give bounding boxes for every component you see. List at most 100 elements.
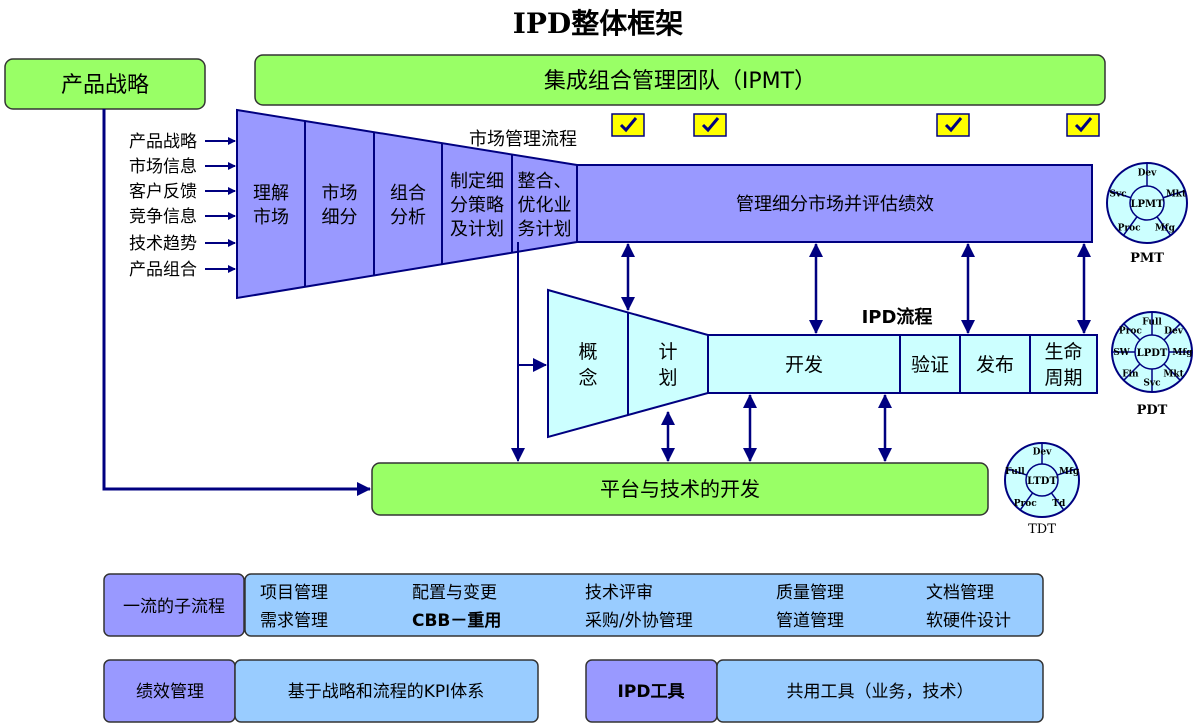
market-stage-label: 市场 [322,183,358,204]
ipd-stage-label: 念 [578,366,597,389]
tools-value-box [716,659,1044,723]
team-segment-label: Mkt [1163,370,1184,380]
team-segment-label: Mkt [1166,190,1187,200]
check-icon [1066,113,1100,137]
page-title: IPD整体框架 [513,7,683,40]
subprocess-item: 质量管理 [776,583,844,603]
market-stage-label: 制定细 [450,171,504,192]
subprocess-items-box [244,573,1044,637]
ipmt-box [254,54,1106,106]
strategy-to-platform-arrow [102,109,371,496]
performance-value: 基于战略和流程的KPI体系 [288,682,484,702]
market-stage-label: 及计划 [450,219,504,240]
market-stage-label: 细分 [322,207,358,228]
segment-divider [1123,323,1141,341]
ipd-process-label: IPD流程 [862,306,933,328]
segment-divider [1050,492,1065,511]
subprocess-item: 技术评审 [585,583,653,603]
team-segment-label: Dev [1138,169,1158,179]
input-label: 技术趋势 [129,234,197,254]
platform-label: 平台与技术的开发 [600,477,760,501]
performance-value-box [234,659,539,723]
subprocess-item: 配置与变更 [412,583,497,603]
team-center [1134,334,1170,370]
team-segment-label: Svc [1143,379,1161,389]
team-segment-label: Proc [1118,224,1142,234]
team-segment-label: Dev [1033,448,1053,458]
team-segment-label: Td [1052,499,1066,509]
team-label: PDT [1137,403,1168,418]
segment-divider [1006,467,1028,476]
segment-divider [1162,189,1186,199]
input-label: 市场信息 [129,157,197,177]
market-stage-label: 整合、 [518,171,572,192]
ipd-stage-label: 开发 [785,354,823,376]
check-icon [611,113,645,137]
team-center-label: LPMT [1130,199,1164,210]
input-label: 客户反馈 [129,182,197,202]
subprocess-item: 文档管理 [926,583,994,603]
market-manage-box [576,164,1093,243]
team-segment-label: Svc [1109,190,1127,200]
ipd-stage-label: 计 [658,341,677,363]
segment-divider [1123,363,1141,381]
ipd-stage-label: 验证 [911,354,949,376]
team-label: PMT [1130,251,1164,266]
segment-divider [1163,323,1181,341]
tools-label: IPD工具 [618,682,685,702]
platform-box [371,462,989,516]
segment-divider [1122,216,1138,236]
checkmark-glyph [1074,117,1093,133]
subprocess-item: CBB－重用 [412,610,501,631]
performance-label: 绩效管理 [136,682,204,702]
subprocess-item: 采购/外协管理 [585,611,693,631]
segment-divider [1019,492,1034,511]
market-stage-label: 分策略 [450,195,504,216]
ipd-stage-bar [707,334,1098,394]
ipd-stage-label: 发布 [976,354,1014,376]
market-stage-label: 理解 [253,183,289,204]
team-segment-label: Fin [1122,370,1139,380]
segment-divider [1108,189,1132,199]
team-center [1129,185,1165,221]
market-stage-label: 市场 [253,207,289,228]
market-stage-label: 务计划 [518,219,572,240]
team-segment-label: SW [1113,348,1130,358]
team-segment-label: Proc [1014,499,1038,509]
product-strategy-label: 产品战略 [61,73,149,98]
ipd-stage-label: 生命 [1044,341,1082,363]
checkmark-glyph [944,117,963,133]
market-stage-label: 分析 [390,207,426,228]
team-segment-label: Full [1005,467,1025,477]
team-segment-label: Dev [1164,326,1184,336]
checkmark-glyph [619,117,638,133]
market-manage-label: 管理细分市场并评估绩效 [736,194,934,215]
segment-divider [1163,363,1181,381]
team-center-label: LPDT [1137,348,1168,359]
subprocess-item: 软硬件设计 [926,611,1011,631]
input-label: 产品战略 [129,132,197,152]
ipd-stage-label: 周期 [1044,367,1082,389]
check-icon [693,113,727,137]
team-segment-label: Mfg [1155,224,1176,234]
ipmt-label: 集成组合管理团队（IPMT） [544,69,816,94]
market-stage-label: 优化业 [518,195,572,216]
subprocess-item: 管道管理 [776,611,844,631]
team-segment-label: Proc [1119,326,1143,336]
input-label: 产品组合 [129,260,197,280]
team-center-label: LTDT [1027,476,1057,487]
team-segment-label: Full [1142,318,1162,328]
subprocess-item: 需求管理 [260,611,328,631]
segment-divider [1156,216,1172,236]
subprocess-label: 一流的子流程 [123,597,225,617]
checkmark-glyph [701,117,720,133]
team-center [1025,463,1059,497]
market-stage-label: 组合 [390,183,426,204]
team-segment-label: Mfg [1172,348,1193,358]
team-label: TDT [1028,522,1056,537]
tools-value: 共用工具（业务，技术） [787,682,974,702]
